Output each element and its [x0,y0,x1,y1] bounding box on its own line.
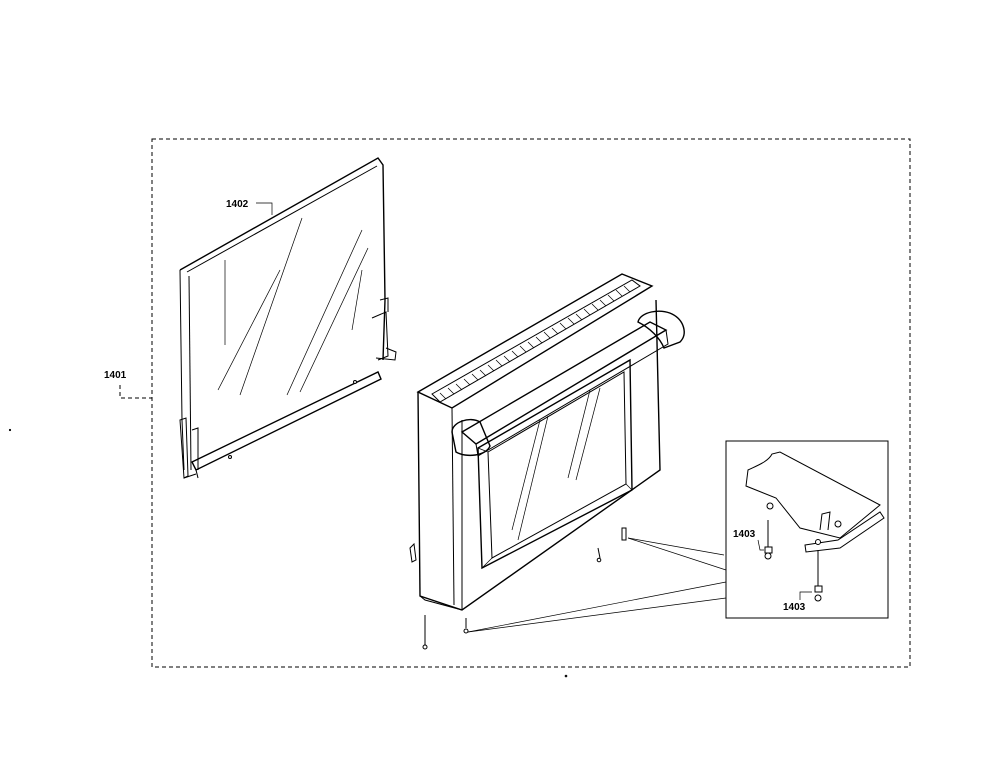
leader-1403-top [757,539,764,551]
leader-1401 [119,385,152,399]
label-1403-bottom: 1403 [783,602,806,613]
leader-1403-bottom [799,591,812,600]
detail-inset-box [725,440,889,619]
label-1401: 1401 [104,370,127,381]
detail-leaders [467,537,727,633]
detail-screws [764,520,823,602]
leader-1402 [256,202,273,215]
door-assembly [409,273,685,611]
label-1403-top: 1403 [733,529,756,540]
door-screws [422,527,627,650]
detail-bracket [745,451,885,553]
glass-panel [179,157,397,479]
assembly-boundary [151,138,911,668]
label-1402: 1402 [226,199,249,210]
